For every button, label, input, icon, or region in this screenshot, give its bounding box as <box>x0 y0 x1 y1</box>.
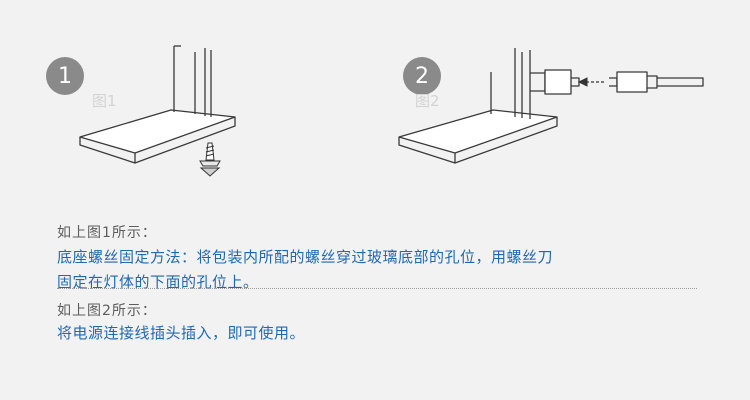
section-divider <box>57 288 697 289</box>
lamp-power-plug-illustration <box>398 48 704 164</box>
instruction-section-1: 如上图1所示： 底座螺丝固定方法：将包装内所配的螺丝穿过玻璃底部的孔位，用螺丝刀… <box>57 222 697 292</box>
insert-arrow-icon <box>577 77 605 87</box>
section-1-caption: 如上图1所示： <box>57 225 157 241</box>
figure-2-label: 图2 <box>415 92 440 110</box>
lamp-base-screw-illustration <box>79 45 236 177</box>
screw-icon <box>199 142 221 177</box>
instruction-section-2: 如上图2所示： 将电源连接线插头插入，即可使用。 <box>57 300 697 343</box>
step-2-badge: 2 <box>403 57 441 95</box>
section-2-caption: 如上图2所示： <box>57 303 157 319</box>
section-1-line-1: 底座螺丝固定方法：将包装内所配的螺丝穿过玻璃底部的孔位，用螺丝刀 <box>57 248 554 266</box>
figure-2: 2 图2 <box>375 0 750 200</box>
figure-1: 1 图1 <box>0 0 375 200</box>
step-1-badge: 1 <box>46 57 84 95</box>
figure-1-label: 图1 <box>92 92 117 110</box>
section-1-line-2: 固定在灯体的下面的孔位上。 <box>57 273 259 291</box>
section-2-line-1: 将电源连接线插头插入，即可使用。 <box>57 324 306 342</box>
